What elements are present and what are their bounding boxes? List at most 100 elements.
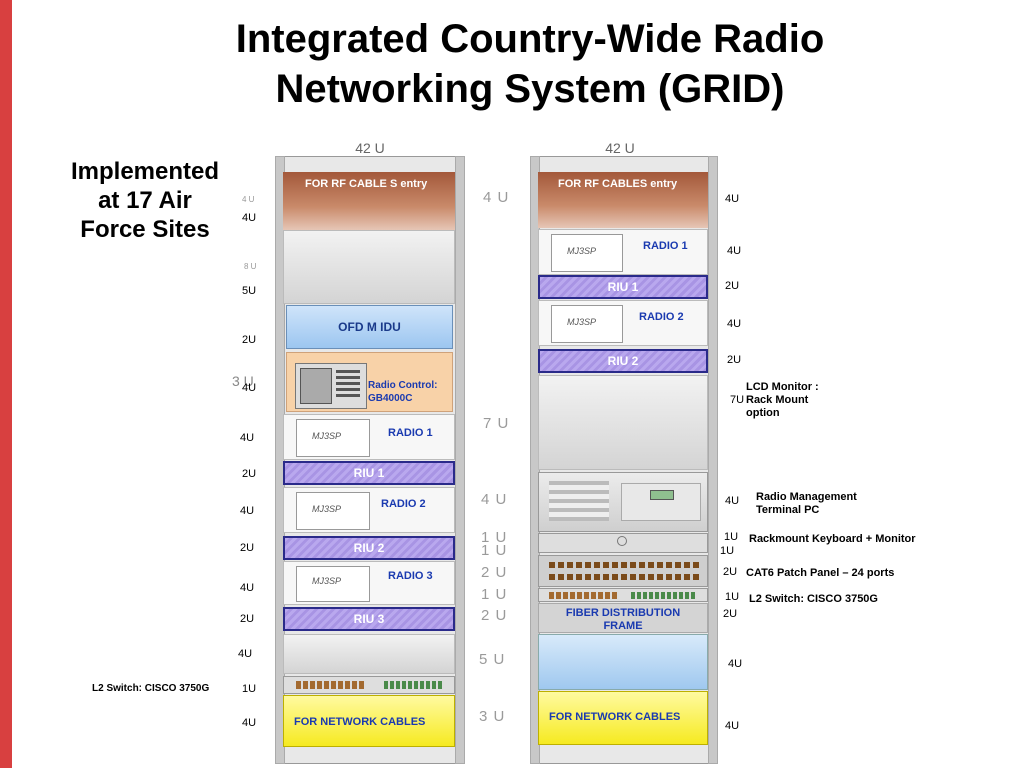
unit-label: 2U [242,334,257,346]
unit-label: 2U [723,566,738,578]
right-rack-size-label: 42 U [605,140,635,156]
title-line-1: Integrated Country-Wide Radio [235,17,825,61]
lcd-monitor-description: LCD Monitor : Rack Mount option [746,381,819,420]
pc-front-panel [621,483,701,521]
unit-label: 4U [725,193,740,205]
blank-panel-5u [538,634,708,690]
unit-label: 4U [728,658,743,670]
fiber-distribution-frame: FIBER DISTRIBUTION FRAME [538,603,708,633]
radio-chassis-image [551,234,623,272]
left-rf-cables-entry: FOR RF CABLE S entry [283,172,455,230]
unit-label: 3 U [232,373,254,389]
rackmount-keyboard [538,533,708,553]
left-rack-size-label: 42 U [355,140,385,156]
unit-label: 4U [240,505,255,517]
unit-label: 2U [240,613,255,625]
patch-ports-row-2 [549,574,699,580]
right-network-cables: FOR NETWORK CABLES [538,691,708,745]
right-radio-2: MJ3SP RADIO 2 [538,300,708,346]
unit-label: 2 U [481,564,508,581]
unit-label: 1 U [481,586,508,603]
unit-label: 1 U [481,529,508,546]
keyboard-knob [617,536,627,546]
rmt-desc-line-2: Terminal PC [756,504,820,516]
left-riu-2: RIU 2 [283,536,455,560]
radio-control-label-line-1: Radio Control: [368,380,438,391]
patch-ports-row-1 [549,562,699,568]
fiber-label-line-2: FRAME [603,620,643,632]
implemented-line-2: at 17 Air [98,187,192,214]
lcd-desc-line-1: LCD Monitor : [746,381,819,393]
implemented-note: Implemented at 17 Air Force Sites [50,157,240,244]
cat6-patch-panel [538,555,708,587]
right-radio-2-label: RADIO 2 [639,311,684,323]
unit-label: 4U [242,717,257,729]
right-radio-1: MJ3SP RADIO 1 [538,229,708,275]
radio-management-pc [538,472,708,532]
ofdm-idu: OFD M IDU [286,305,453,349]
radio-brand-mark: MJ3SP [567,317,597,327]
unit-label: 1 U [481,542,508,559]
unit-label: 4U [727,245,742,257]
switch-ports [549,592,619,599]
radio-control-screen [300,368,332,404]
unit-label: 2U [723,608,738,620]
rmt-pc-description: Radio Management Terminal PC [756,491,857,517]
unit-label: 4 U [481,491,508,508]
left-rack-rail-left [275,156,285,764]
radio-brand-mark: MJ3SP [567,246,597,256]
unit-label: 5 U [479,651,506,668]
lcd-desc-line-3: option [746,407,780,419]
unit-label: 4 U [483,189,510,206]
unit-label: 2 U [481,607,508,624]
unit-label: 4 U [242,195,255,204]
unit-label: 7U [730,394,745,406]
unit-label: 4U [725,495,740,507]
left-radio-3: MJ3SP RADIO 3 [283,561,455,605]
left-radio-2: MJ3SP RADIO 2 [283,487,455,533]
patch-panel-description: CAT6 Patch Panel – 24 ports [746,567,895,579]
unit-label: 5U [242,285,257,297]
left-blank-panel-8u [283,230,455,304]
right-rf-cables-entry: FOR RF CABLES entry [538,172,708,228]
lcd-desc-line-2: Rack Mount [746,394,809,406]
unit-label: 1U [724,531,739,543]
left-rack-rail-right [455,156,465,764]
left-radio-3-label: RADIO 3 [388,570,433,582]
radio-chassis-image [296,492,370,530]
implemented-line-3: Force Sites [80,216,210,243]
keyboard-description: Rackmount Keyboard + Monitor [749,533,916,545]
right-rack-rail-right [708,156,718,764]
implemented-line-1: Implemented [70,158,220,185]
radio-chassis-image [551,305,623,343]
radio-brand-mark: MJ3SP [312,431,342,441]
page-title: Integrated Country-Wide Radio Networking… [120,14,940,114]
radio-chassis-image [296,566,370,602]
unit-label: 8 U [244,262,257,271]
radio-control-unit: Radio Control: GB4000C [286,352,453,412]
unit-label: 1U [725,591,740,603]
radio-control-label-line-2: GB4000C [368,393,413,404]
unit-label: 2U [725,280,740,292]
right-switch-description: L2 Switch: CISCO 3750G [749,593,878,605]
unit-label: 3 U [479,708,506,725]
unit-label: 2U [242,468,257,480]
unit-label: 1U [242,683,257,695]
left-blank-panel-4u [283,634,455,674]
unit-label: 2U [727,354,742,366]
right-riu-1: RIU 1 [538,275,708,299]
accent-bar [0,0,12,768]
radio-brand-mark: MJ3SP [312,504,342,514]
unit-label: 2U [240,542,255,554]
unit-label: 4U [242,382,257,394]
radio-control-device [295,363,367,409]
switch-uplinks [631,592,697,599]
radio-control-keypad [336,370,360,400]
right-l2-switch [538,588,708,602]
left-riu-1: RIU 1 [283,461,455,485]
unit-label: 7 U [483,415,510,432]
rmt-desc-line-1: Radio Management [756,491,857,503]
title-line-2: Networking System (GRID) [275,67,785,111]
left-network-cables: FOR NETWORK CABLES [283,695,455,747]
switch-uplinks [384,681,444,689]
